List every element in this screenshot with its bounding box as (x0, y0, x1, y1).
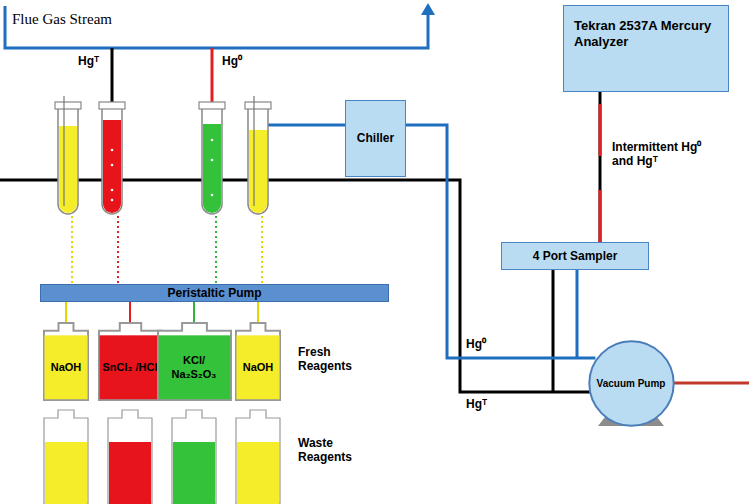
line-label: Hgᵀ (78, 54, 99, 68)
analyzer-box: Tekran 2537A Mercury Analyzer (563, 5, 729, 92)
reagent-line (215, 216, 217, 284)
line-label: Intermittent Hg⁰ and Hgᵀ (612, 140, 707, 169)
line-label: Hgᵀ (466, 397, 487, 411)
sampler-box: 4 Port Sampler (501, 242, 649, 270)
exhaust-line (662, 382, 749, 385)
node-text: SnCl₂ /HCl (103, 361, 158, 374)
node-text: KCl/ Na₂S₂O₃ (160, 354, 229, 380)
group-label: Fresh Reagents (298, 345, 370, 374)
elemental-mercury-probe-line (211, 48, 214, 104)
flow-arrowhead (421, 3, 435, 15)
stream-label: Flue Gas Stream (12, 10, 112, 28)
vacuum-pump: Vacuum Pump (588, 340, 675, 427)
node-text: Chiller (357, 131, 394, 145)
impinger (199, 102, 225, 214)
line-label: Hg⁰ (222, 54, 242, 68)
sampler-tap (576, 270, 579, 358)
node-text: 4 Port Sampler (533, 249, 618, 263)
reagent-line (71, 216, 73, 284)
connector (193, 302, 195, 323)
group-label: Waste Reagents (298, 436, 370, 465)
connector (257, 302, 259, 323)
pump-bar: Peristaltic Pump (40, 284, 389, 302)
reagent-bottle: KCl/ Na₂S₂O₃ (158, 323, 231, 400)
chiller-box: Chiller (345, 100, 406, 177)
total-mercury-line (0, 180, 601, 392)
flue-duct (5, 6, 428, 48)
node-text: NaOH (51, 361, 82, 374)
reagent-bottle: NaOH (236, 323, 280, 400)
connector (599, 92, 602, 242)
total-mercury-probe-line (111, 48, 114, 104)
sampler-tap (552, 270, 555, 392)
reagent-bottle: SnCl₂ /HCl (99, 323, 162, 400)
intermittent-stripe (599, 92, 602, 242)
line-label: Hg⁰ (466, 337, 486, 351)
waste-bottle (44, 410, 280, 504)
reagent-bottle: NaOH (44, 323, 88, 400)
impinger (55, 96, 81, 214)
connector (65, 302, 67, 323)
reagent-line (261, 216, 263, 284)
impinger (245, 96, 271, 214)
elemental-mercury-line (266, 124, 345, 127)
reagent-line (117, 216, 119, 284)
connector (129, 302, 131, 323)
node-text: Vacuum Pump (597, 378, 666, 389)
node-text: Peristaltic Pump (167, 287, 261, 299)
node-text: Tekran 2537A Mercury Analyzer (574, 18, 720, 49)
impinger (99, 102, 125, 214)
node-text: NaOH (243, 361, 274, 374)
